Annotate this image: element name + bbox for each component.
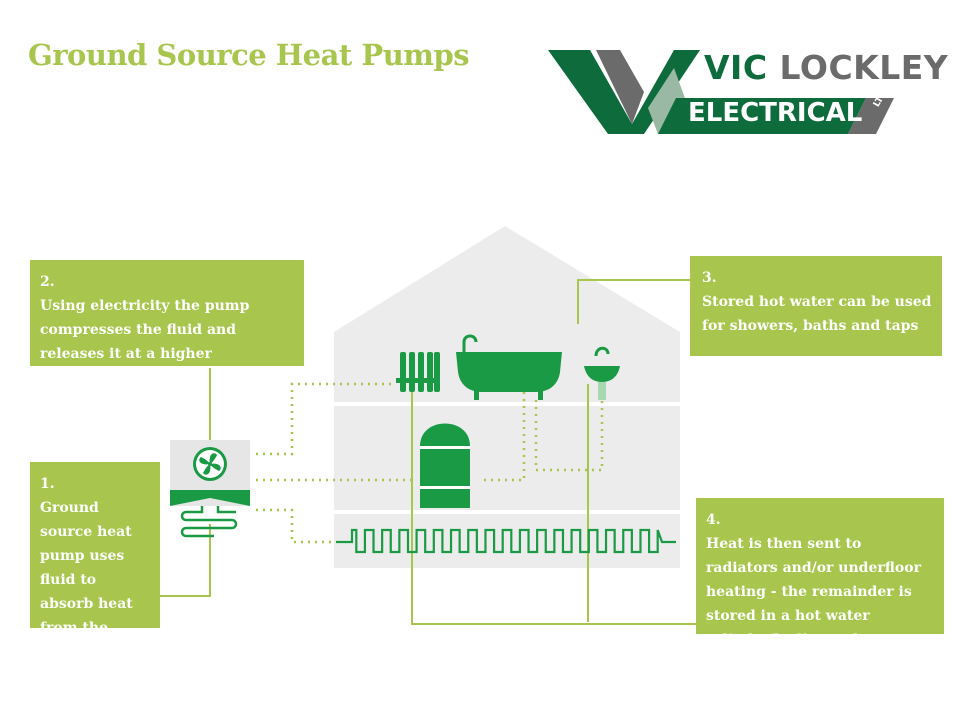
step-text: Using electricity the pump compresses th… [40, 298, 250, 386]
house-floor-middle [334, 406, 680, 510]
step-number: 1. [40, 476, 55, 492]
heat-pump-unit [170, 440, 250, 506]
logo-band [658, 98, 866, 134]
underfloor-heating-coil-icon [336, 528, 676, 554]
radiator-icon [396, 352, 440, 392]
fan-icon [193, 447, 227, 481]
step-box-2: 2. Using electricity the pump compresses… [30, 260, 304, 386]
step-text: Stored hot water can be used for showers… [702, 294, 932, 334]
step-text: Ground source heat pump uses fluid to ab… [40, 500, 133, 660]
logo-v-gray [596, 50, 644, 124]
bathtub-icon [456, 334, 562, 400]
ground-loop-coil-icon [180, 506, 238, 538]
logo-line1: VIC LOCKLEY [704, 48, 948, 87]
step-box-4: 4. Heat is then sent to radiators and/or… [696, 498, 944, 648]
house-floor-lower [334, 514, 680, 568]
logo-v-dark [548, 50, 700, 134]
hot-water-cylinder-icon [420, 423, 470, 508]
logo-line2: ELECTRICAL [688, 98, 863, 128]
step-text: Heat is then sent to radiators and/or un… [706, 536, 921, 648]
logo-lockley: LOCKLEY [779, 48, 949, 87]
logo-mark [548, 50, 894, 134]
logo-vic: VIC [704, 48, 768, 87]
connector-lines [160, 279, 696, 625]
step-number: 2. [40, 274, 55, 290]
step-number: 3. [702, 270, 717, 286]
page-title: Ground Source Heat Pumps [28, 38, 470, 72]
step-box-3: 3. Stored hot water can be used for show… [690, 256, 942, 356]
dotted-pipes [256, 382, 604, 544]
step-number: 4. [706, 512, 721, 528]
logo-band-tail [848, 98, 894, 134]
step-box-1: 1. Ground source heat pump uses fluid to… [30, 462, 160, 660]
sink-tap-icon [584, 346, 620, 400]
house-roof [334, 226, 680, 332]
